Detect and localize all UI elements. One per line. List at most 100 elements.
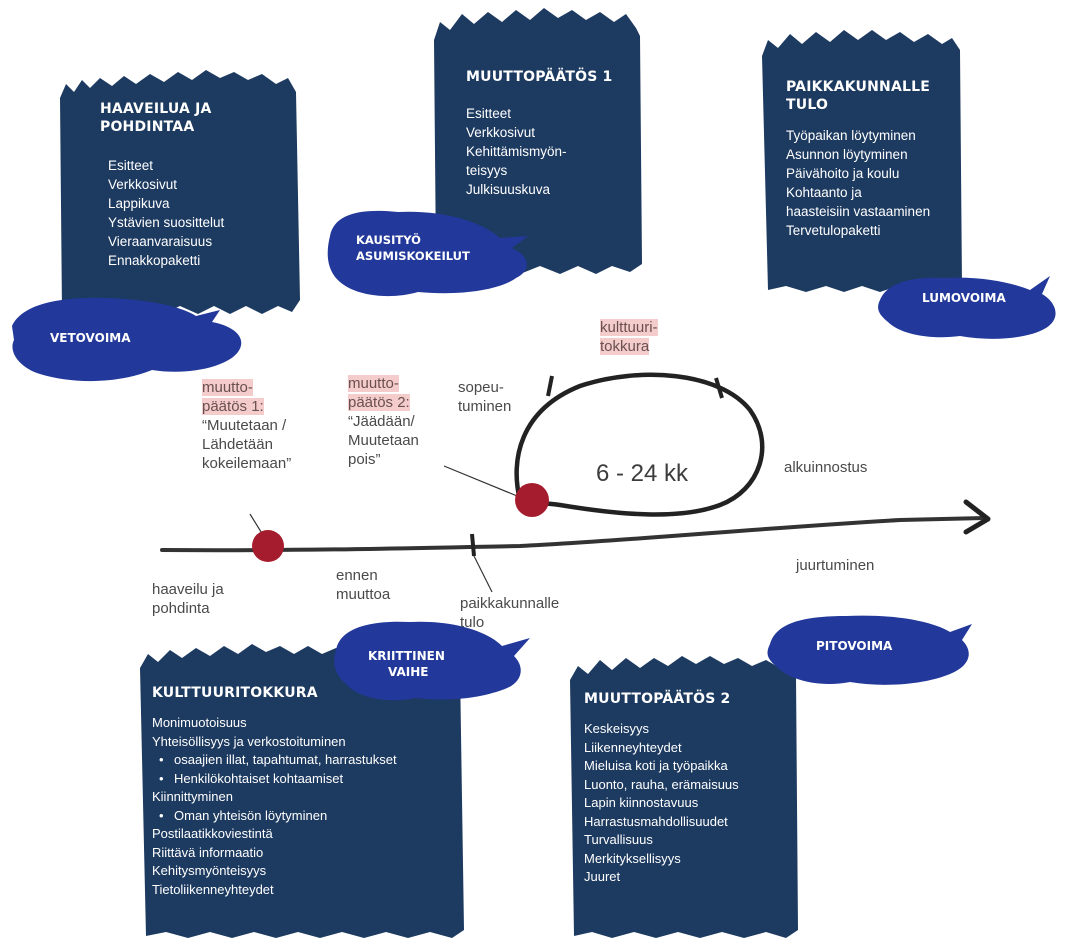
card-title-line: MUUTTOPÄÄTÖS 1	[466, 69, 613, 85]
card-item: Vieraanvaraisuus	[108, 234, 213, 249]
decision-dot-1	[252, 530, 284, 562]
card-title: MUUTTOPÄÄTÖS 2	[584, 690, 794, 708]
card-item: Tietoliikenneyhteydet	[152, 881, 274, 897]
card-bullet-item: Oman yhteisön löytyminen	[152, 807, 462, 826]
card-items: Työpaikan löytyminen Asunnon löytyminen …	[786, 126, 958, 240]
card-item: Merkityksellisyys	[584, 850, 681, 866]
label-line: haaveilu ja	[152, 581, 224, 598]
badge-text: VETOVOIMA	[50, 331, 131, 345]
card-haaveilua: HAAVEILUA JA POHDINTAA Esitteet Verkkosi…	[100, 100, 290, 270]
quote-line: “Jäädään/	[348, 413, 415, 430]
card-item: Luonto, rauha, erämaisuus	[584, 776, 739, 792]
badge-bg-pitovoima	[767, 615, 972, 685]
card-title-line: PAIKKAKUNNALLE	[786, 79, 930, 95]
card-bg-kulttuuritokkura	[140, 644, 464, 938]
card-item: Juuret	[584, 869, 621, 884]
card-title: KULTTUURITOKKURA	[152, 684, 462, 702]
card-item: Kehittämismyön-	[466, 144, 567, 159]
card-item: Verkkosivut	[466, 125, 536, 140]
label-line: paikkakunnalle	[460, 595, 560, 612]
card-item: Esitteet	[108, 158, 154, 173]
label-paikkakunnalle: paikkakunnalle tulo	[460, 594, 559, 632]
card-item: Ystävien suosittelut	[108, 215, 225, 230]
badge-text: KAUSITYÖ	[356, 233, 421, 247]
card-item: Kohtaanto ja	[786, 185, 862, 200]
card-item: Liikenneyhteydet	[584, 739, 682, 755]
card-item: Mieluisa koti ja työpaikka	[584, 758, 728, 773]
card-item: Turvallisuus	[584, 832, 653, 847]
card-paikkakunnalle: PAIKKAKUNNALLE TULO Työpaikan löytyminen…	[786, 78, 958, 240]
label-kulttuuritokkura: kulttuuri- tokkura	[600, 318, 658, 356]
timeline-loop	[514, 372, 765, 517]
label-juurtuminen: juurtuminen	[796, 557, 875, 574]
label-line: tuminen	[458, 398, 512, 415]
badge-vetovoima: VETOVOIMA	[50, 330, 131, 346]
card-bullet-item: osaajien illat, tapahtumat, harrastukset	[152, 751, 462, 770]
badge-text: VAIHE	[388, 665, 429, 679]
highlight-text: kulttuuri-	[600, 319, 658, 336]
card-item: Esitteet	[466, 106, 512, 121]
card-item: Päivähoito ja koulu	[786, 166, 900, 181]
card-bg-muuttopaatos1	[434, 8, 642, 274]
badge-bg-kausityo	[327, 210, 528, 297]
card-item: Lappikuva	[108, 196, 170, 211]
card-title: MUUTTOPÄÄTÖS 1	[466, 68, 636, 86]
decision-dot-2	[515, 483, 549, 517]
badge-bg-kriittinen	[334, 621, 530, 701]
quote-line: kokeilemaan”	[202, 455, 292, 472]
label-haaveilu: haaveilu ja pohdinta	[152, 580, 224, 618]
highlight-text: muutto-	[202, 379, 253, 396]
card-item: Yhteisöllisyys ja verkostoituminen	[152, 733, 346, 749]
card-item: Harrastusmahdollisuudet	[584, 813, 728, 829]
badge-text: KRIITTINEN	[368, 649, 445, 663]
label-muuttopaatos2: muutto- päätös 2: “Jäädään/ Muutetaan po…	[348, 374, 419, 469]
card-item: Postilaatikkoviestintä	[152, 826, 273, 841]
card-title: HAAVEILUA JA POHDINTAA	[100, 100, 290, 136]
badge-text: PITOVOIMA	[816, 639, 893, 653]
label-alkuinnostus: alkuinnostus	[784, 459, 868, 476]
card-item: Työpaikan löytyminen	[786, 128, 916, 143]
card-item: teisyys	[466, 163, 508, 178]
quote-line: pois”	[348, 451, 381, 468]
card-item: Asunnon löytyminen	[786, 147, 908, 162]
badge-text: ASUMISKOKEILUT	[356, 249, 470, 263]
badge-kausityo: KAUSITYÖ ASUMISKOKEILUT	[356, 232, 470, 264]
card-item: Monimuotoisuus	[152, 715, 247, 730]
label-line: ennen	[336, 567, 378, 584]
pointer-muuttopaatos2	[443, 465, 523, 499]
highlight-text: päätös 2:	[348, 394, 410, 411]
badge-lumovoima: LUMOVOIMA	[922, 290, 1006, 306]
tick-loop-left	[546, 375, 554, 397]
card-title-line: TULO	[786, 97, 829, 113]
label-ennen-muuttoa: ennen muuttoa	[336, 566, 390, 604]
highlight-text: päätös 1:	[202, 398, 264, 415]
card-items: Esitteet Verkkosivut Kehittämismyön- tei…	[466, 104, 636, 199]
quote-line: Lähdetään	[202, 436, 273, 453]
label-line: muuttoa	[336, 586, 391, 603]
timeline-arrowhead	[963, 499, 991, 535]
card-title-line: KULTTUURITOKKURA	[152, 685, 318, 701]
tick-loop-right	[714, 377, 724, 399]
card-title-line: HAAVEILUA JA	[100, 101, 212, 117]
card-item: Lapin kiinnostavuus	[584, 795, 699, 810]
label-line: sopeu-	[458, 379, 504, 396]
card-item: Keskeisyys	[584, 721, 650, 736]
card-bullet-item: Henkilökohtaiset kohtaamiset	[152, 770, 462, 789]
card-items: Keskeisyys Liikenneyhteydet Mieluisa kot…	[584, 720, 794, 887]
badge-bg-lumovoima	[878, 276, 1056, 339]
badge-kriittinen: KRIITTINEN VAIHE	[368, 648, 445, 680]
card-item: Kiinnittyminen	[152, 789, 233, 804]
label-duration: 6 - 24 kk	[596, 460, 689, 487]
quote-line: “Muutetaan /	[202, 417, 287, 434]
card-item: Riittävä informaatio	[152, 844, 264, 860]
card-title: PAIKKAKUNNALLE TULO	[786, 78, 958, 114]
card-muuttopaatos2: MUUTTOPÄÄTÖS 2 Keskeisyys Liikenneyhteyd…	[584, 690, 794, 887]
highlight-text: muutto-	[348, 375, 399, 392]
card-item: Tervetulopaketti	[786, 223, 881, 238]
badge-bg-vetovoima	[12, 297, 242, 382]
card-items: Monimuotoisuus Yhteisöllisyys ja verkost…	[152, 714, 462, 899]
card-title-line: MUUTTOPÄÄTÖS 2	[584, 691, 731, 707]
card-bg-haaveilua	[60, 70, 300, 314]
tick-paikkakunnalle	[470, 533, 476, 557]
